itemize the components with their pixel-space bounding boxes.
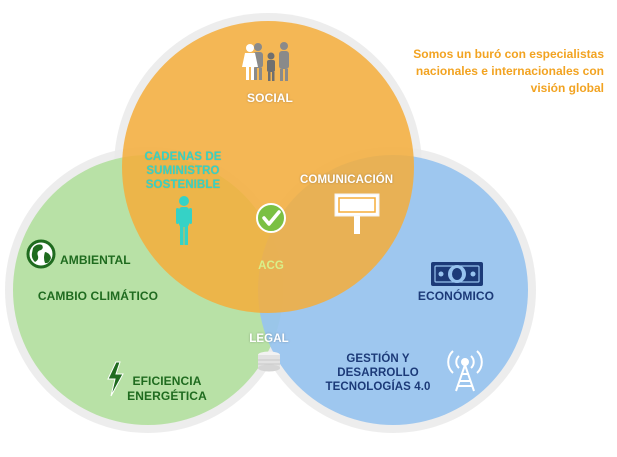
social-circle bbox=[122, 21, 414, 313]
people-group-icon bbox=[242, 42, 289, 81]
coin-stack-icon bbox=[258, 351, 280, 372]
lightning-bolt-icon bbox=[107, 361, 124, 397]
communication-label: COMUNICACIÓN bbox=[300, 174, 394, 186]
tagline-text: Somos un buró con especialistas nacional… bbox=[413, 47, 604, 96]
supply-chain-label: CADENAS DE SUMINISTRO SOSTENIBLE bbox=[144, 151, 222, 192]
economico-label: ECONÓMICO bbox=[417, 289, 495, 303]
check-badge-icon bbox=[256, 203, 286, 233]
antenna-tower-icon bbox=[447, 350, 483, 392]
legal-label: LEGAL bbox=[249, 333, 289, 345]
banknote-icon bbox=[431, 262, 483, 286]
ambiental-label: AMBIENTAL bbox=[60, 253, 131, 267]
climate-change-label: CAMBIO CLIMÁTICO bbox=[37, 289, 159, 303]
technology-label: GESTIÓN Y DESARROLLO TECNOLOGÍAS 4.0 bbox=[325, 353, 431, 394]
globe-icon bbox=[26, 239, 56, 269]
person-icon bbox=[176, 196, 192, 245]
billboard-icon bbox=[334, 193, 380, 234]
acg-label: ACG bbox=[258, 260, 284, 272]
energy-efficiency-label: EFICIENCIA ENERGÉTICA bbox=[127, 374, 207, 403]
social-label: SOCIAL bbox=[247, 91, 293, 105]
